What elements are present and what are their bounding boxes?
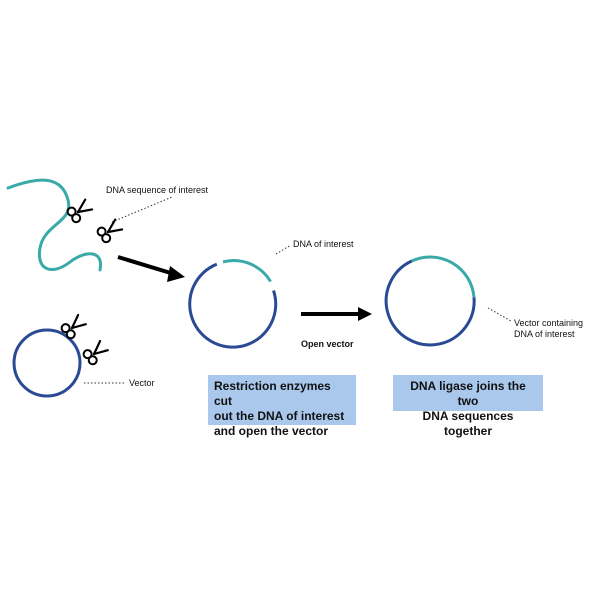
caption-line: and open the vector (214, 424, 329, 438)
arrow-1-head (167, 266, 185, 282)
vector-circle (12, 328, 82, 398)
label-vector: Vector (129, 378, 155, 388)
leader-line (275, 244, 292, 255)
leader-line (111, 196, 173, 223)
recombinant-vector-circle (384, 255, 476, 347)
label-dna-sequence-of-interest: DNA sequence of interest (106, 185, 209, 195)
scissors-icon (64, 196, 95, 225)
label-vector-containing: Vector containing DNA of interest (514, 318, 586, 339)
scissors-icon (80, 338, 111, 368)
caption-dna-ligase: DNA ligase joins the two DNA sequences t… (393, 375, 543, 438)
dna-sequence-strand (6, 178, 103, 272)
label-dna-of-interest: DNA of interest (293, 239, 354, 249)
leader-line (487, 307, 512, 322)
caption-line: Restriction enzymes cut (214, 379, 331, 408)
caption-line: DNA sequences together (422, 409, 514, 438)
label-open-vector: Open vector (301, 339, 354, 349)
caption-line: DNA ligase joins the two (410, 379, 526, 408)
open-vector-circle (188, 259, 278, 349)
arrow-1 (117, 255, 175, 276)
scissors-icon (94, 216, 125, 245)
caption-restriction-enzymes: Restriction enzymes cut out the DNA of i… (208, 375, 356, 438)
arrow-2-head (358, 307, 372, 321)
caption-line: out the DNA of interest (214, 409, 345, 423)
